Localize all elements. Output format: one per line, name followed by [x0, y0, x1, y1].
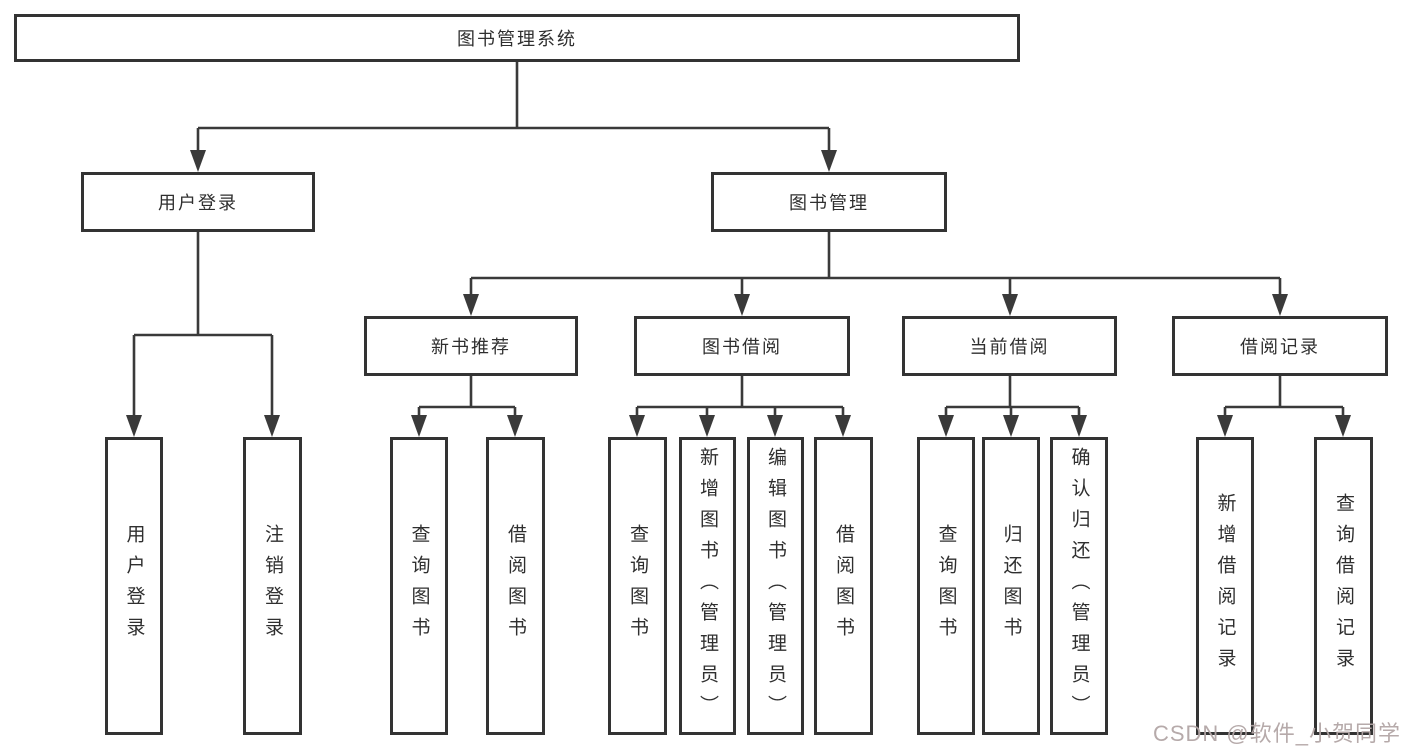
leaf-query-books-current: 查询图书: [917, 437, 975, 735]
leaf-label: 查询图书: [627, 524, 648, 648]
leaf-label: 新增借阅记录: [1214, 493, 1236, 679]
arrow-down-icon: [264, 415, 280, 437]
arrow-down-icon: [507, 415, 523, 437]
arrow-down-icon: [411, 415, 427, 437]
arrow-down-icon: [821, 150, 837, 172]
arrowhead-icons: [126, 150, 1351, 437]
leaf-label: 编辑图书（管理员）: [765, 446, 786, 726]
leaf-logout: 注销登录: [243, 437, 302, 735]
arrow-down-icon: [126, 415, 142, 437]
leaf-return-book: 归还图书: [982, 437, 1040, 735]
node-current-borrowing: 当前借阅: [902, 316, 1117, 376]
leaf-label: 用户登录: [123, 524, 145, 648]
node-label: 新书推荐: [431, 337, 511, 357]
leaf-label: 查询图书: [935, 524, 957, 648]
arrow-down-icon: [1335, 415, 1351, 437]
leaf-confirm-return-admin: 确认归还（管理员）: [1050, 437, 1108, 735]
node-new-book-recommendation: 新书推荐: [364, 316, 578, 376]
node-book-borrowing: 图书借阅: [634, 316, 850, 376]
leaf-query-books-borrow: 查询图书: [608, 437, 667, 735]
leaf-borrow-books: 借阅图书: [814, 437, 873, 735]
leaf-edit-book-admin: 编辑图书（管理员）: [747, 437, 804, 735]
node-label: 图书借阅: [702, 337, 782, 357]
leaf-label: 确认归还（管理员）: [1068, 446, 1090, 726]
leaf-query-borrow-record: 查询借阅记录: [1314, 437, 1373, 735]
leaf-label: 归还图书: [1000, 524, 1022, 648]
arrow-down-icon: [1217, 415, 1233, 437]
node-label: 图书管理系统: [457, 29, 577, 49]
arrow-down-icon: [734, 294, 750, 316]
leaf-label: 查询图书: [408, 524, 430, 648]
csdn-watermark: CSDN @软件_小贺同学: [1152, 721, 1401, 746]
leaf-label: 查询借阅记录: [1333, 493, 1354, 679]
leaf-borrow-books-recommend: 借阅图书: [486, 437, 545, 735]
node-borrowing-records: 借阅记录: [1172, 316, 1388, 376]
node-library-management-system: 图书管理系统: [14, 14, 1020, 62]
node-label: 图书管理: [789, 193, 869, 213]
node-label: 借阅记录: [1240, 337, 1320, 357]
arrow-down-icon: [1002, 294, 1018, 316]
arrow-down-icon: [1071, 415, 1087, 437]
leaf-label: 借阅图书: [505, 524, 526, 648]
leaf-user-login: 用户登录: [105, 437, 163, 735]
leaf-add-borrow-record: 新增借阅记录: [1196, 437, 1254, 735]
leaf-label: 注销登录: [262, 524, 283, 648]
leaf-label: 借阅图书: [833, 524, 854, 648]
node-book-management: 图书管理: [711, 172, 947, 232]
leaf-query-books-recommend: 查询图书: [390, 437, 448, 735]
arrow-down-icon: [699, 415, 715, 437]
node-label: 当前借阅: [969, 337, 1050, 357]
arrow-down-icon: [1003, 415, 1019, 437]
arrow-down-icon: [767, 415, 783, 437]
arrow-down-icon: [463, 294, 479, 316]
arrow-down-icon: [1272, 294, 1288, 316]
arrow-down-icon: [190, 150, 206, 172]
arrow-down-icon: [835, 415, 851, 437]
arrow-down-icon: [938, 415, 954, 437]
connector-lines: [132, 60, 1345, 420]
leaf-add-book-admin: 新增图书（管理员）: [679, 437, 736, 735]
arrow-down-icon: [629, 415, 645, 437]
node-label: 用户登录: [158, 193, 238, 213]
leaf-label: 新增图书（管理员）: [697, 446, 718, 726]
node-user-login: 用户登录: [81, 172, 315, 232]
